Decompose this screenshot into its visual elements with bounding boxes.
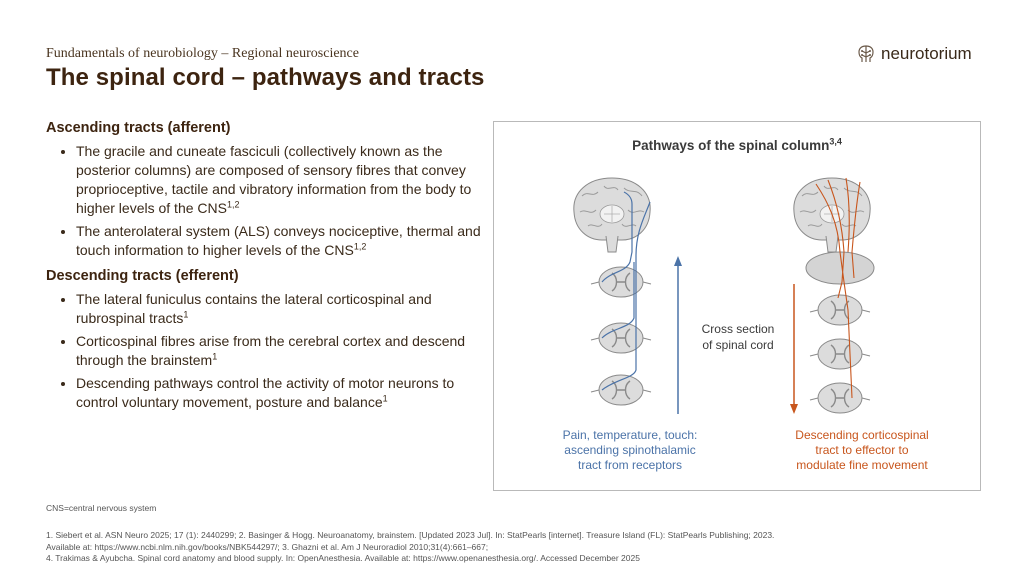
- abbreviation-note: CNS=central nervous system: [46, 503, 157, 513]
- list-item: The gracile and cuneate fasciculi (colle…: [76, 142, 486, 218]
- citation: 1,2: [226, 199, 240, 210]
- citation: 1: [183, 309, 189, 320]
- list-item: Descending pathways control the activity…: [76, 374, 486, 412]
- citation: 1,2: [353, 241, 367, 252]
- text-column: Ascending tracts (afferent) The gracile …: [46, 120, 486, 420]
- cord-section-right-1: [809, 294, 871, 326]
- pathways-figure: Pathways of the spinal column3,4: [493, 121, 981, 491]
- reference-line: 4. Trakimas & Ayubcha. Spinal cord anato…: [46, 553, 640, 563]
- ascending-arrowhead: [674, 256, 682, 266]
- page-title: The spinal cord – pathways and tracts: [46, 64, 485, 91]
- descending-heading: Descending tracts (efferent): [46, 268, 239, 284]
- cross-section-label: Cross section of spinal cord: [701, 322, 775, 352]
- pathways-illustration: [573, 177, 875, 414]
- cord-section-left-1: [590, 266, 652, 298]
- reference-line: 1. Siebert et al. ASN Neuro 2025; 17 (1)…: [46, 530, 775, 540]
- brain-left: [573, 177, 651, 253]
- citation: 3,4: [829, 136, 842, 147]
- brainstem-section: [805, 251, 875, 285]
- ascending-list: The gracile and cuneate fasciculi (colle…: [46, 142, 486, 260]
- descending-tract-lines: [815, 177, 861, 399]
- descending-caption: Descending corticospinal tract to effect…: [795, 428, 929, 472]
- cord-section-right-2: [809, 338, 871, 370]
- list-item: Corticospinal fibres arise from the cere…: [76, 332, 486, 370]
- slide-kicker: Fundamentals of neurobiology – Regional …: [46, 46, 359, 61]
- figure-title: Pathways of the spinal column3,4: [632, 136, 842, 153]
- ascending-tract-line: [601, 191, 651, 391]
- descending-arrowhead: [790, 404, 798, 414]
- reference-line: Available at: https://www.ncbi.nlm.nih.g…: [46, 541, 489, 552]
- cord-section-right-3: [809, 382, 871, 414]
- brain-icon: [858, 45, 874, 62]
- list-item: The anterolateral system (ALS) conveys n…: [76, 222, 486, 260]
- citation: 1: [382, 393, 388, 404]
- descending-list: The lateral funiculus contains the later…: [46, 290, 486, 412]
- logo-text: neurotorium: [881, 44, 972, 63]
- ascending-caption: Pain, temperature, touch: ascending spin…: [562, 428, 698, 472]
- ascending-heading: Ascending tracts (afferent): [46, 120, 231, 136]
- references: 1. Siebert et al. ASN Neuro 2025; 17 (1)…: [46, 530, 774, 565]
- neurotorium-logo[interactable]: neurotorium: [856, 44, 972, 64]
- list-item: The lateral funiculus contains the later…: [76, 290, 486, 328]
- citation: 1: [212, 351, 218, 362]
